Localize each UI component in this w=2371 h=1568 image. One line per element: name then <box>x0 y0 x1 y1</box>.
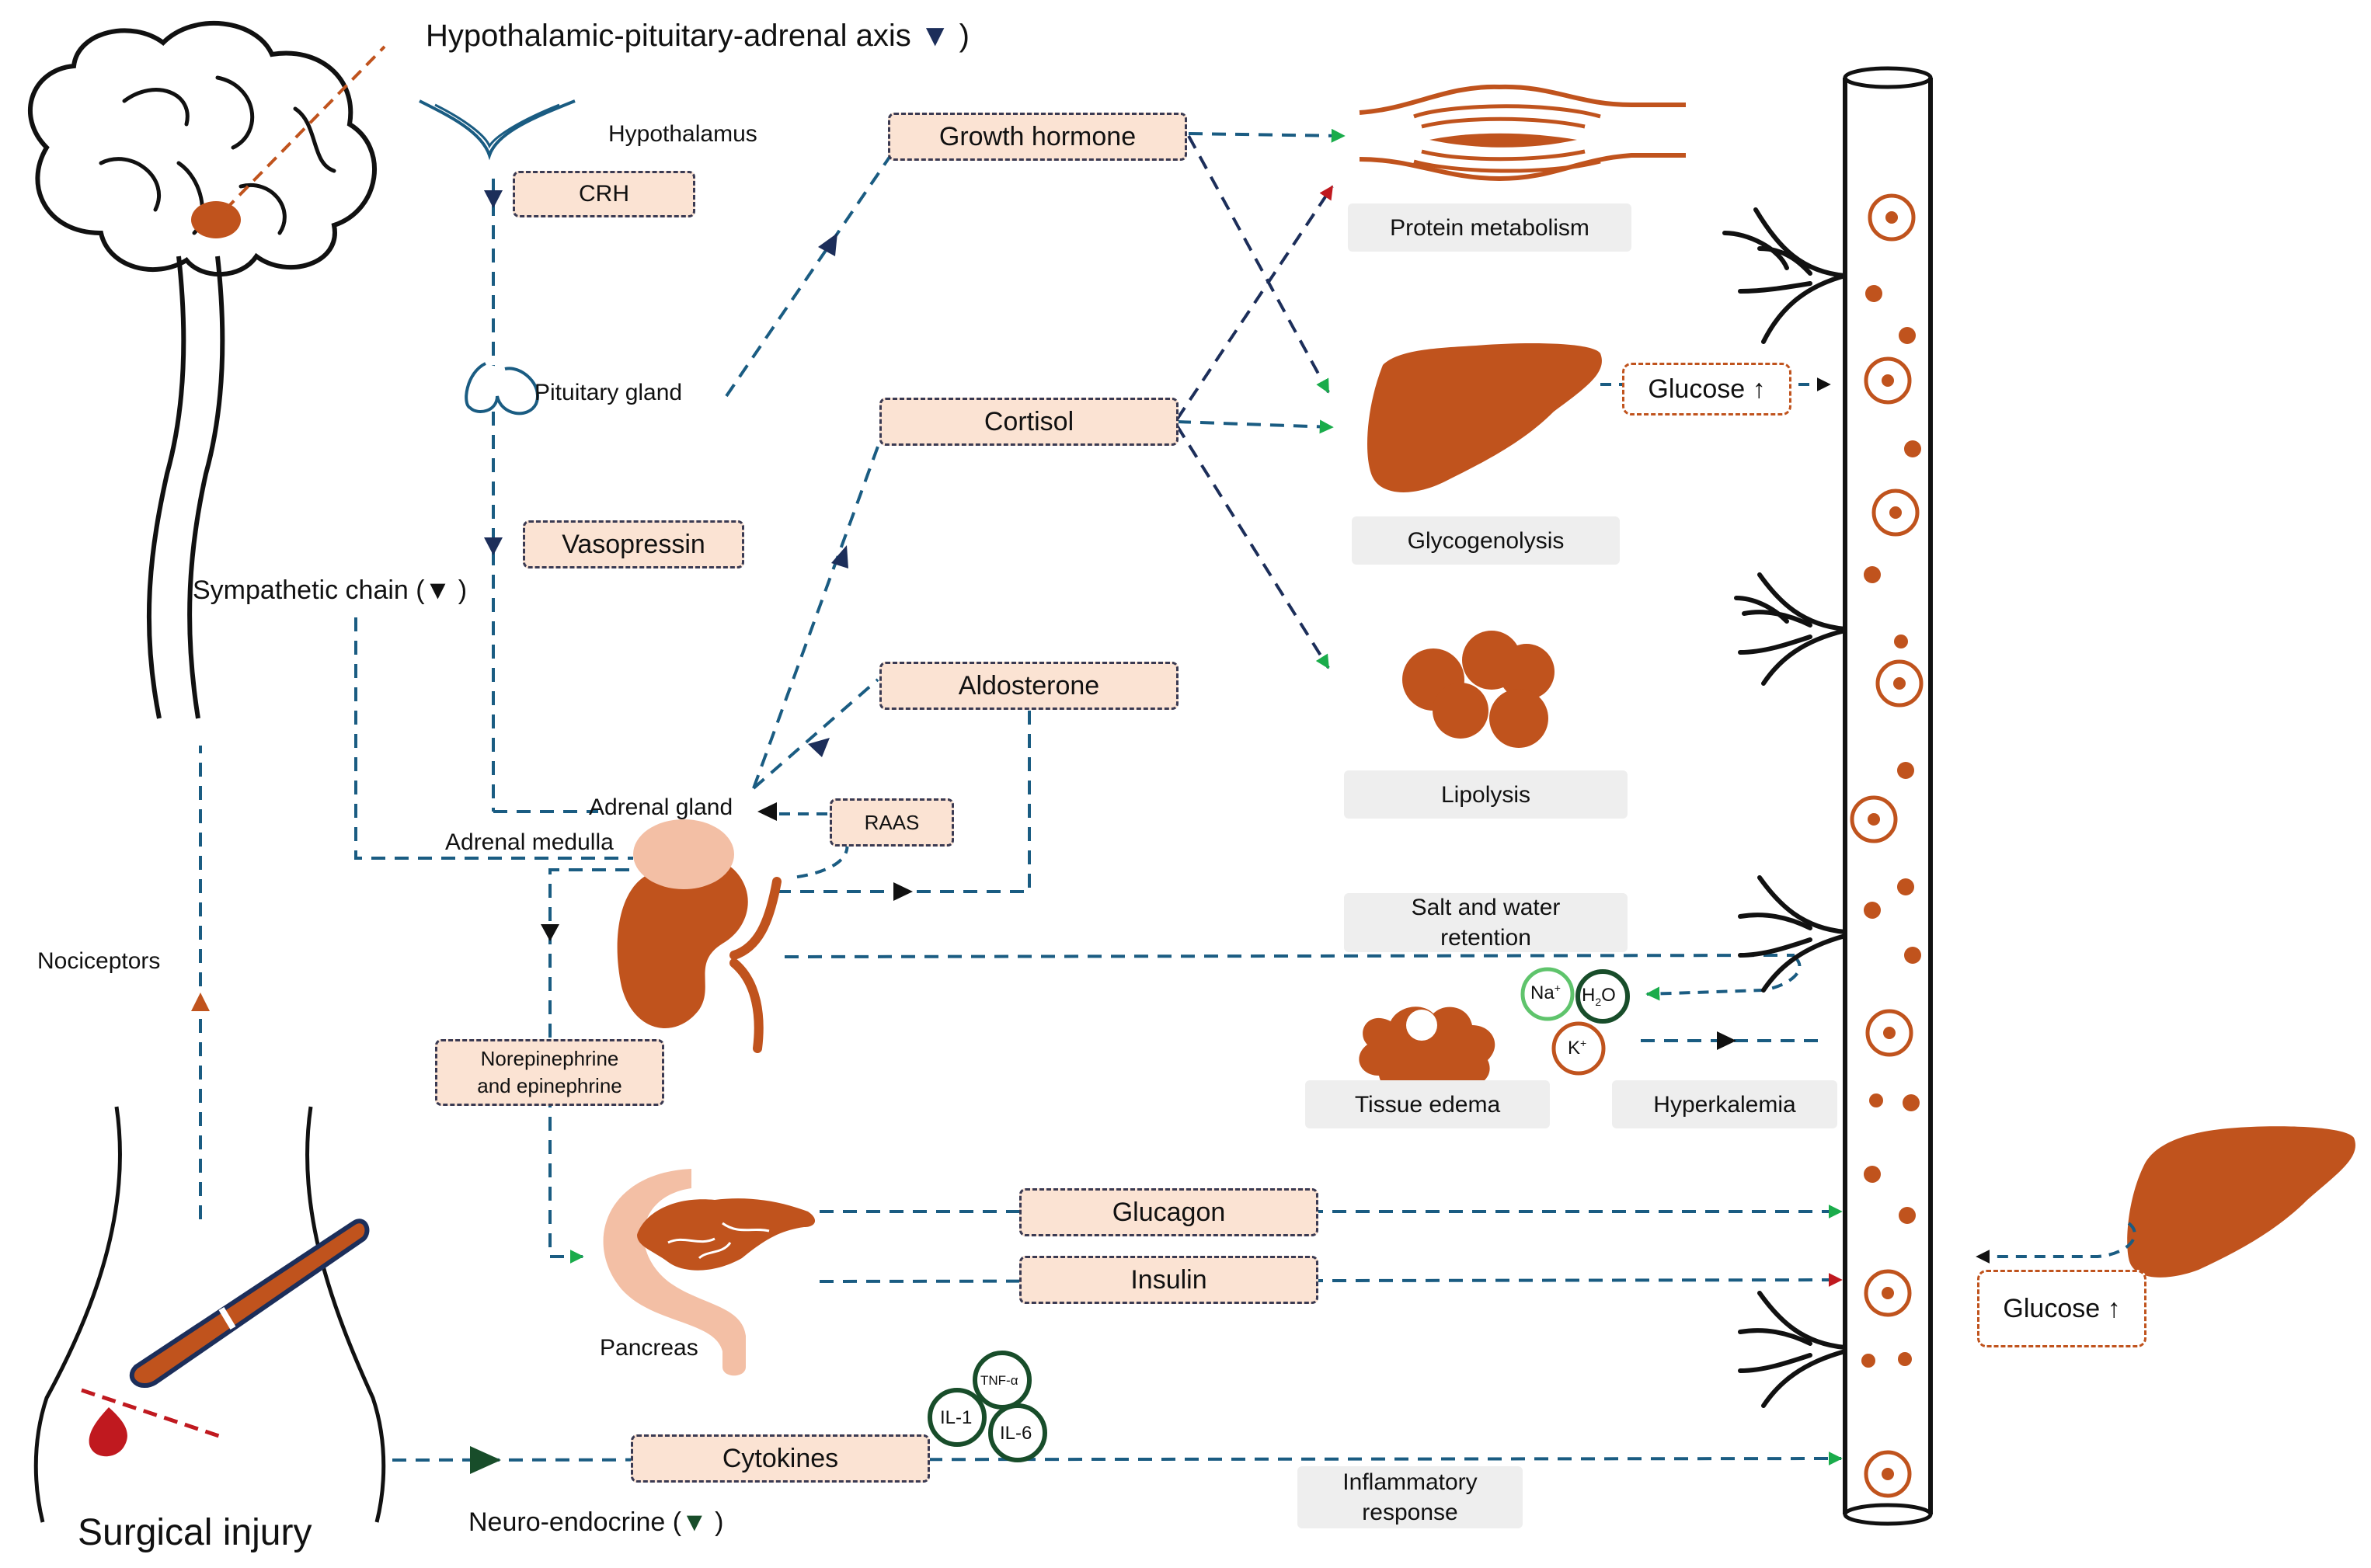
glucose-up-box-upper: Glucose ↑ <box>1622 363 1791 415</box>
hyperkalemia-box: Hyperkalemia <box>1612 1080 1837 1128</box>
pancreas-illustration <box>603 1169 816 1376</box>
retention-line: retention <box>1440 925 1531 951</box>
lipolysis-box: Lipolysis <box>1344 770 1628 819</box>
down-arrow-icon: ▼ <box>681 1507 708 1537</box>
glucagon-box: Glucagon <box>1019 1188 1318 1236</box>
glycogenolysis-box: Glycogenolysis <box>1352 516 1620 565</box>
il-1-icon <box>928 1388 987 1447</box>
aldosterone-box: Aldosterone <box>879 662 1179 710</box>
pancreas-label: Pancreas <box>600 1335 698 1361</box>
glucose-up-box-right: Glucose ↑ <box>1977 1270 2146 1347</box>
muscle-fibers-icon <box>1359 84 1686 182</box>
tnf-alpha-label: TNF-α <box>980 1373 1018 1388</box>
liver-icon <box>1367 343 1602 492</box>
epinephrine-line: and epinephrine <box>477 1074 622 1097</box>
down-arrow-icon: ▼ <box>919 19 951 53</box>
sympathetic-chain-label: Sympathetic chain (▼ ) <box>193 575 468 605</box>
inflammatory-response-box: Inflammatory response <box>1297 1466 1523 1528</box>
raas-box: RAAS <box>830 798 954 847</box>
water-molecule-icon <box>1575 969 1630 1024</box>
spinal-cord <box>146 256 225 719</box>
sodium-ion-icon <box>1520 967 1575 1021</box>
capillary-branches <box>1722 207 1847 1408</box>
growth-hormone-box: Growth hormone <box>888 113 1187 161</box>
sodium-ion-label: Na+ <box>1530 982 1561 1003</box>
salt-water-retention-box: Salt and water retention <box>1344 893 1628 952</box>
protein-metabolism-box: Protein metabolism <box>1348 203 1631 252</box>
il-6-icon <box>988 1403 1047 1462</box>
scalpel-icon <box>129 1219 370 1389</box>
norepinephrine-epinephrine-box: Norepinephrine and epinephrine <box>435 1039 664 1106</box>
pituitary-gland-label: Pituitary gland <box>534 380 683 405</box>
adrenal-gland-label: Adrenal gland <box>589 794 733 820</box>
nociceptor-arrowhead <box>191 993 210 1011</box>
tnf-alpha-icon <box>973 1351 1032 1410</box>
right-liver-icon <box>2127 1126 2355 1278</box>
blood-vessel <box>1843 66 1933 1526</box>
vasopressin-box: Vasopressin <box>523 520 744 568</box>
potassium-ion-icon <box>1551 1021 1606 1076</box>
kidney-illustration <box>617 819 782 1053</box>
adrenal-medulla-label: Adrenal medulla <box>445 829 614 855</box>
pituitary-dot <box>191 201 241 238</box>
surgical-injury-label: Surgical injury <box>78 1512 312 1553</box>
tissue-edema-box: Tissue edema <box>1305 1080 1550 1128</box>
fat-cells-icon <box>1402 631 1555 748</box>
hypothalamus-label: Hypothalamus <box>608 121 757 147</box>
cortisol-box: Cortisol <box>879 398 1179 446</box>
norepinephrine-line: Norepinephrine <box>480 1046 619 1070</box>
insulin-box: Insulin <box>1019 1256 1318 1304</box>
surgical-body-illustration <box>33 1106 386 1523</box>
hpa-axis-title: Hypothalamic-pituitary-adrenal axis ▼ ) <box>426 19 970 53</box>
response-line: response <box>1362 1500 1458 1525</box>
adrenal-gland-icon <box>633 819 734 889</box>
cytokines-box: Cytokines <box>631 1434 930 1483</box>
crh-box: CRH <box>513 171 695 217</box>
brain-illustration <box>27 20 386 277</box>
pituitary-gland-icon <box>465 362 539 415</box>
inflammatory-line: Inflammatory <box>1342 1469 1478 1495</box>
salt-water-line: Salt and water <box>1411 895 1561 920</box>
red-blood-cells <box>1850 193 1924 1498</box>
blood-drop-icon <box>89 1407 127 1457</box>
nociceptors-label: Nociceptors <box>37 948 161 974</box>
il-6-label: IL-6 <box>1000 1423 1032 1444</box>
il-1-label: IL-1 <box>940 1407 973 1428</box>
down-arrow-icon: ▼ <box>424 575 451 605</box>
neuro-endocrine-label: Neuro-endocrine (▼ ) <box>468 1507 724 1537</box>
potassium-ion-label: K+ <box>1568 1037 1587 1059</box>
hypothalamus-icon <box>419 99 576 161</box>
edema-cells-icon <box>1359 1007 1495 1097</box>
water-label: H2O <box>1582 985 1616 1008</box>
